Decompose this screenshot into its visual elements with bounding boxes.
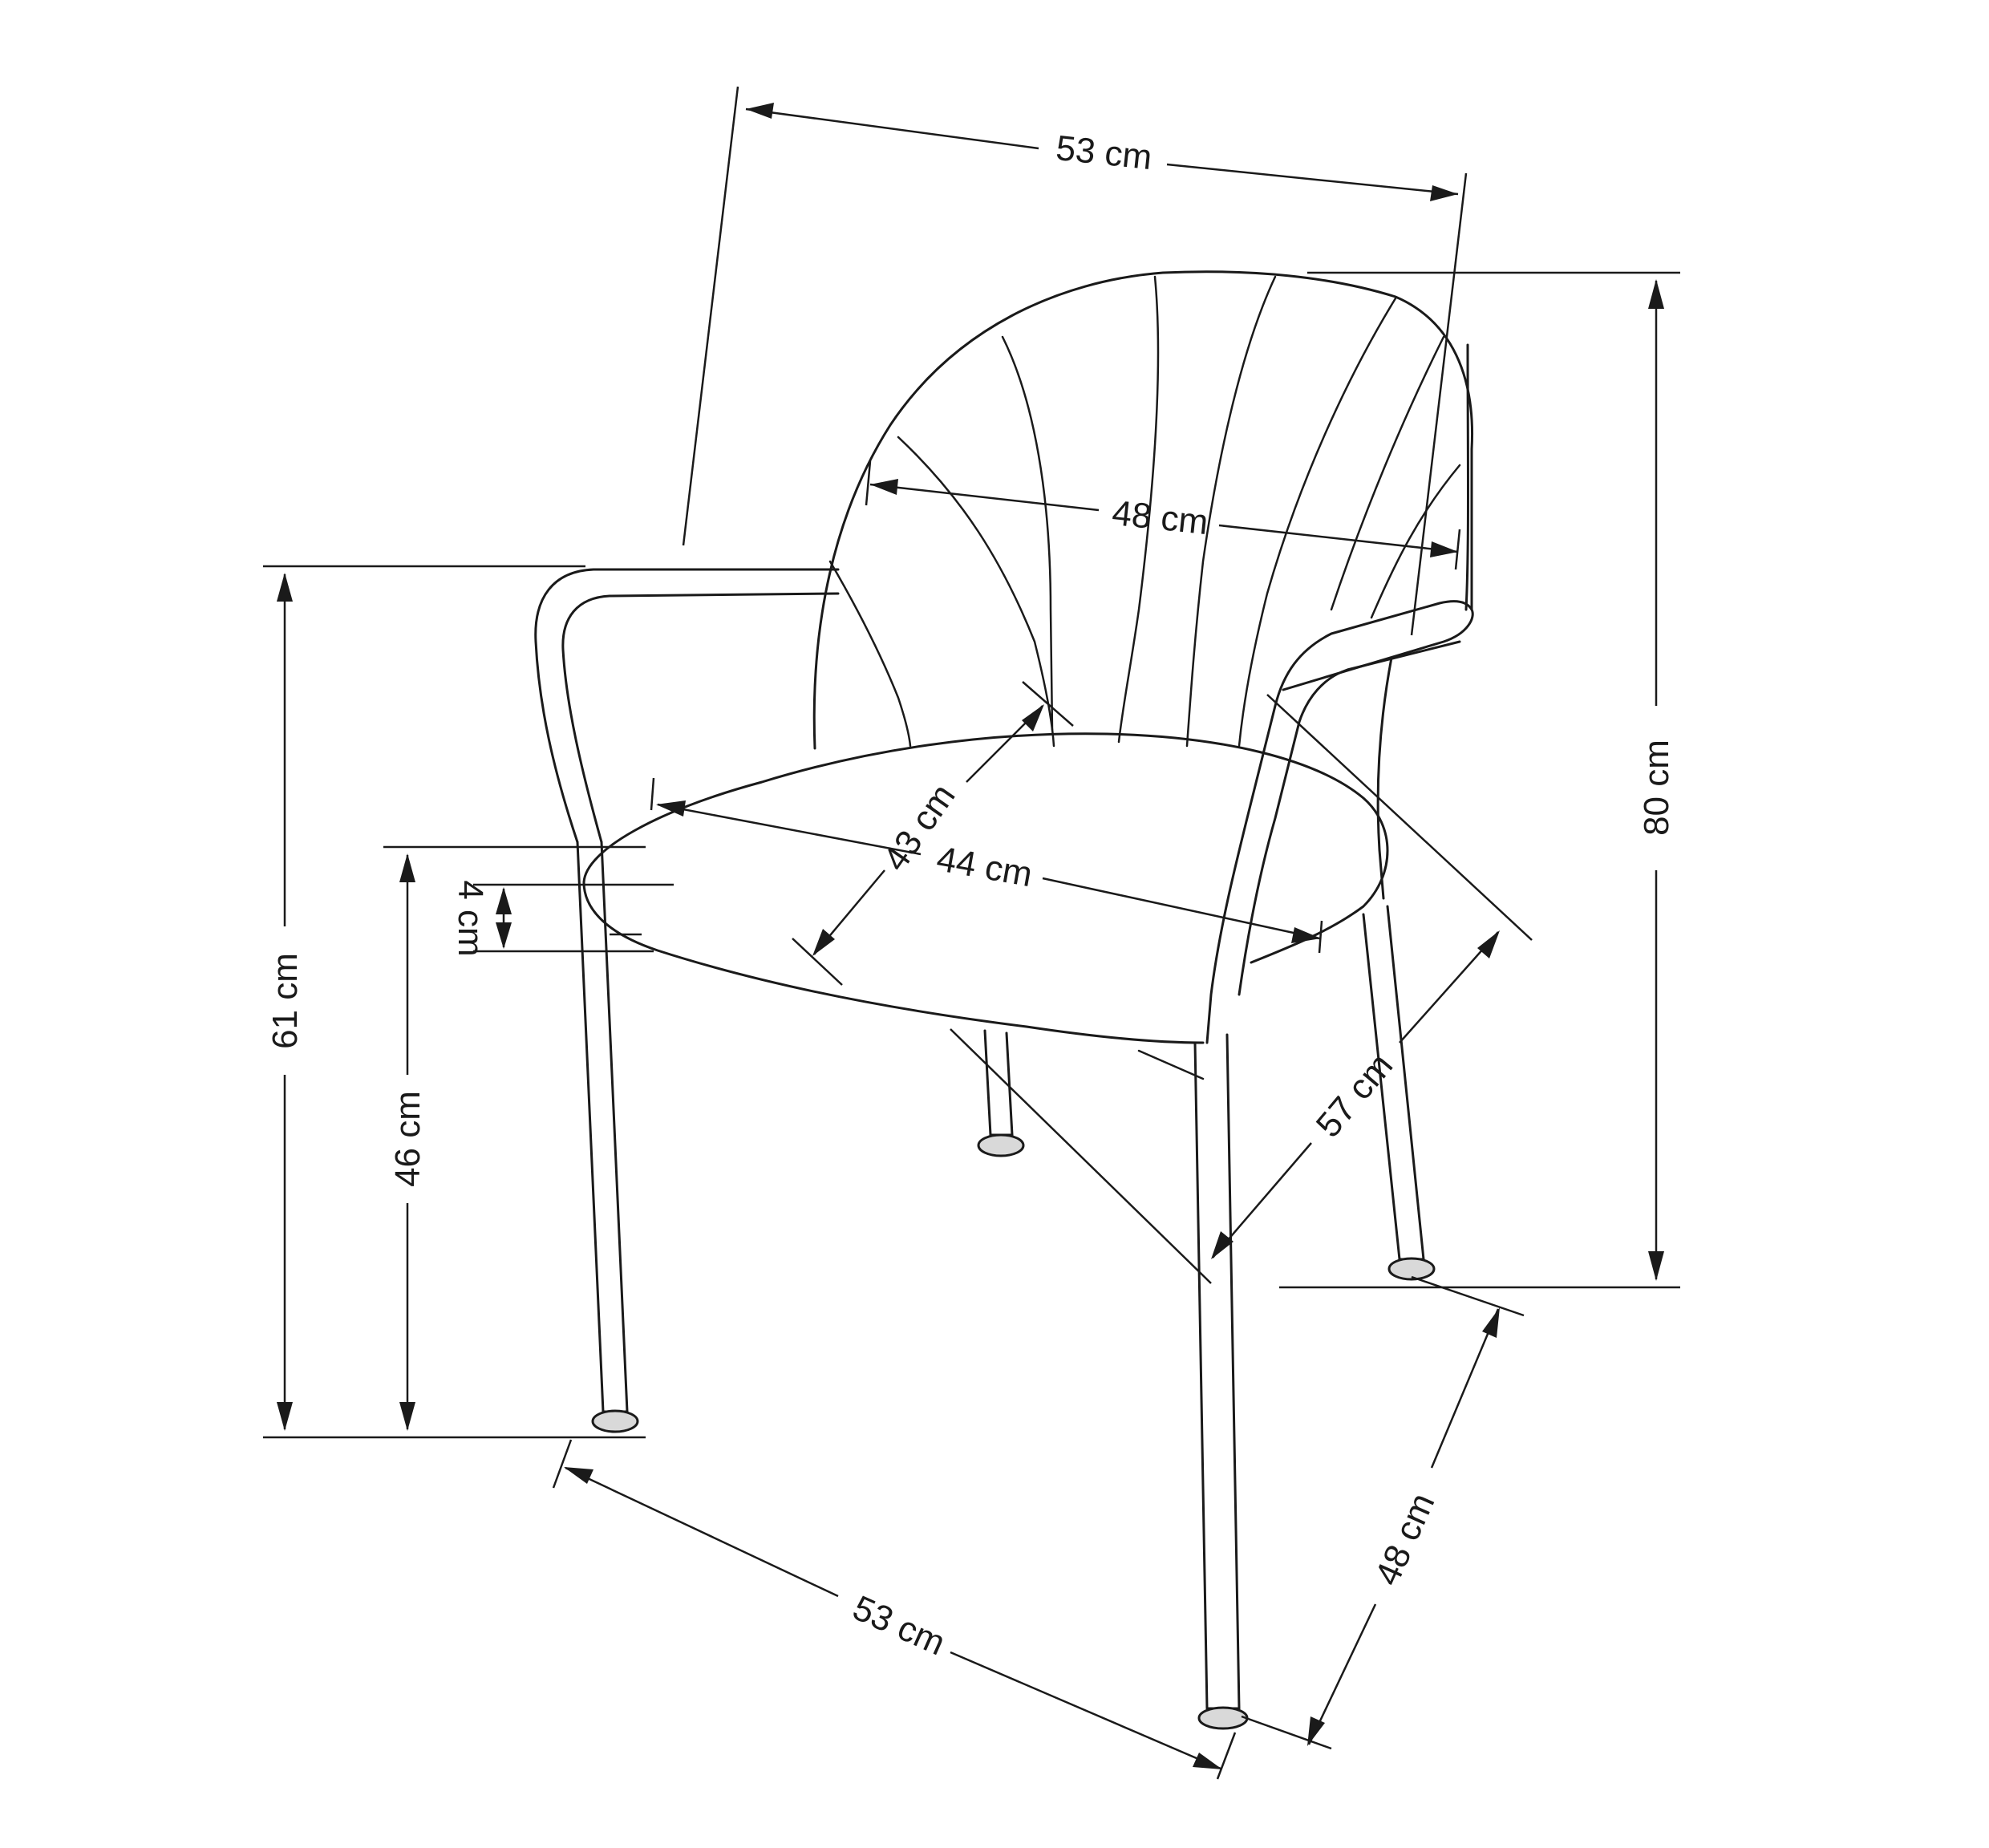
backrest-pleats (828, 275, 1461, 748)
dimension-lines (263, 86, 1680, 1780)
backrest-right-edge (1464, 343, 1469, 611)
dimension-labels: 53 cm 48 cm 80 cm 61 cm 46 cm 4 cm 43 cm… (265, 128, 1676, 1664)
right-armrest (1205, 600, 1474, 1044)
backrest-outline (812, 270, 1474, 750)
label-cushion-thickness: 4 cm (451, 880, 490, 956)
seat-cushion-bottom (582, 881, 1205, 1044)
label-seat-height: 46 cm (388, 1091, 427, 1187)
label-armrest-height: 61 cm (265, 953, 305, 1049)
seat-cushion (582, 732, 1389, 964)
left-armrest-inner (561, 592, 840, 844)
label-seat-width: 44 cm (934, 839, 1035, 894)
label-base-width: 53 cm (847, 1588, 950, 1664)
label-backrest-width: 48 cm (1110, 493, 1209, 542)
rear-left-leg (983, 1029, 992, 1137)
front-right-foot (1197, 1706, 1249, 1730)
front-left-leg (576, 841, 605, 1413)
chair-drawing (534, 270, 1474, 1730)
front-left-foot (591, 1409, 639, 1433)
rear-right-leg (1362, 913, 1401, 1261)
label-base-depth: 48 cm (1367, 1487, 1443, 1591)
label-top-width: 53 cm (1054, 128, 1153, 177)
label-total-height: 80 cm (1637, 740, 1676, 836)
right-armrest-inner (1238, 640, 1461, 996)
rear-left-foot (977, 1133, 1025, 1157)
rear-right-foot (1387, 1257, 1436, 1281)
front-right-leg (1193, 1041, 1209, 1710)
left-armrest (534, 568, 840, 844)
